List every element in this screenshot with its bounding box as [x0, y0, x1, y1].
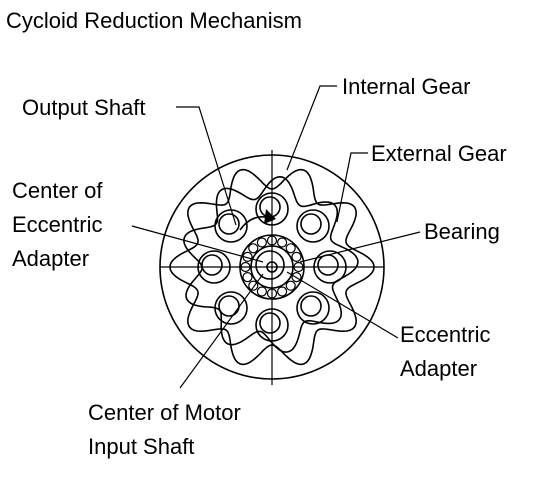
output-pin	[201, 254, 223, 276]
bearing-outer-ring	[239, 234, 305, 300]
pin-hole	[296, 209, 330, 243]
bearing-ball	[256, 237, 267, 248]
label-eccentric-adapter-line1: Eccentric	[400, 322, 490, 347]
bearing-ball	[248, 243, 259, 254]
label-internal-gear: Internal Gear	[342, 74, 470, 99]
bearing-balls	[240, 235, 304, 299]
bearing-ball	[240, 261, 251, 273]
eccentric-adapter-disc	[255, 250, 285, 280]
motor-input-shaft	[266, 261, 278, 273]
label-external-gear: External Gear	[371, 141, 507, 166]
output-pin	[218, 213, 240, 235]
label-center-eccentric-line3: Adapter	[12, 246, 89, 271]
pin-hole	[296, 291, 330, 325]
output-pin	[259, 312, 281, 334]
leader-lines	[131, 85, 421, 389]
bearing-ball	[256, 286, 267, 297]
label-center-motor-line1: Center of Motor	[88, 400, 241, 425]
output-pin	[300, 295, 322, 317]
label-eccentric-adapter-line2: Adapter	[400, 356, 477, 381]
bearing-ball	[291, 251, 302, 262]
label-center-eccentric-line1: Center of	[12, 178, 103, 203]
label-bearing: Bearing	[424, 219, 500, 244]
output-pin	[317, 254, 339, 276]
diagram-title: Cycloid Reduction Mechanism	[6, 8, 302, 33]
bearing-ball	[266, 288, 278, 299]
bearing-ball	[285, 243, 296, 254]
output-pin	[218, 295, 240, 317]
bearing-ball	[293, 261, 304, 273]
label-center-eccentric-line2: Eccentric	[12, 212, 102, 237]
bearing-ball	[242, 272, 253, 283]
mechanism-drawing	[159, 150, 385, 385]
bearing-inner-ring	[250, 245, 294, 289]
bearing-ball	[285, 280, 296, 291]
rotation-arrow-head	[264, 209, 276, 224]
bearing-ball	[291, 272, 302, 283]
bearing-ball	[277, 286, 288, 297]
bearing-ball	[266, 235, 278, 246]
bearing-ball	[248, 280, 259, 291]
output-pin	[300, 213, 322, 235]
bearing-ball	[277, 237, 288, 248]
pin-hole	[214, 291, 248, 325]
label-center-motor-line2: Input Shaft	[88, 434, 194, 459]
label-output-shaft: Output Shaft	[22, 95, 146, 120]
